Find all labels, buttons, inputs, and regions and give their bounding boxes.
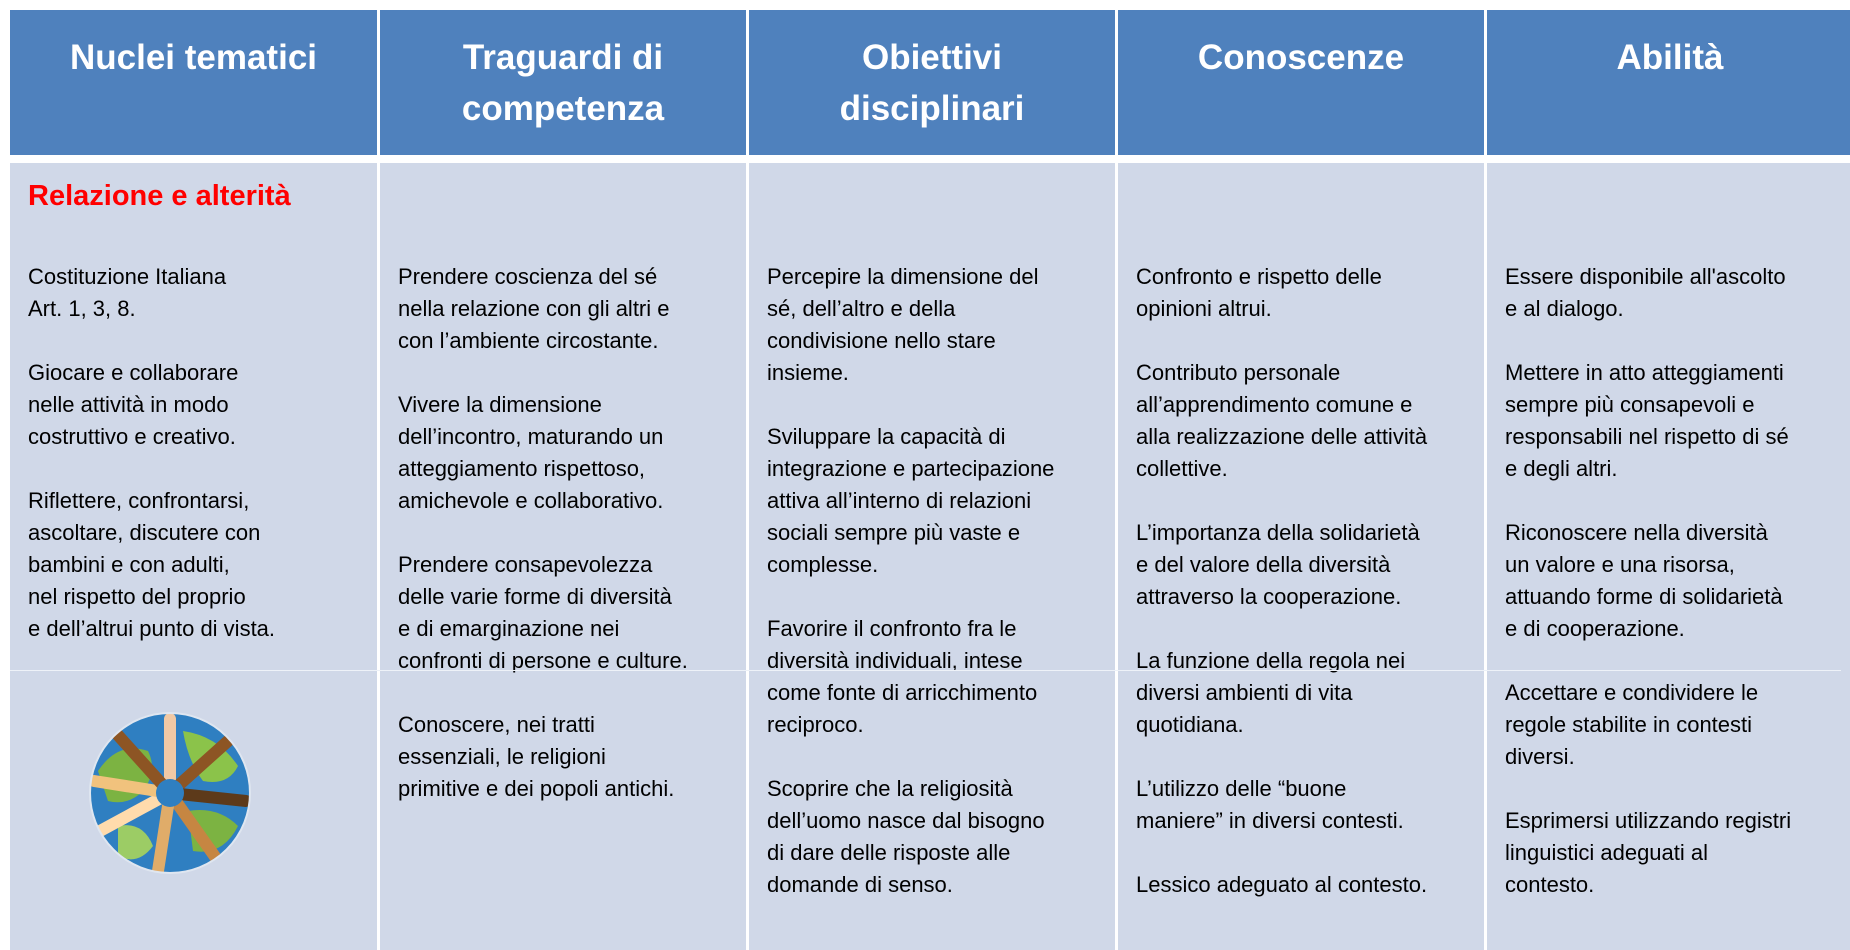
header-conoscenze: Conoscenze	[1118, 10, 1484, 155]
traguardi-paragraph: Conoscere, nei tratti essenziali, le rel…	[398, 712, 675, 801]
cell-conoscenze: Confronto e rispetto delle opinioni altr…	[1118, 163, 1484, 950]
conoscenze-paragraph: La funzione della regola nei diversi amb…	[1136, 648, 1406, 737]
cell-traguardi: Prendere coscienza del sé nella relazion…	[380, 163, 746, 950]
curriculum-table: Nuclei tematici Traguardi di competenza …	[10, 10, 1850, 950]
header-traguardi-di-competenza: Traguardi di competenza	[380, 10, 746, 155]
traguardi-paragraph: Prendere coscienza del sé nella relazion…	[398, 264, 670, 353]
conoscenze-paragraph: Confronto e rispetto delle opinioni altr…	[1136, 264, 1382, 321]
cell-obiettivi: Percepire la dimensione del sé, dell’alt…	[749, 163, 1115, 950]
header-abilita: Abilità	[1487, 10, 1850, 155]
nuclei-paragraph: Costituzione Italiana Art. 1, 3, 8.	[28, 264, 227, 321]
abilita-paragraph: Riconoscere nella diversità un valore e …	[1505, 520, 1783, 641]
abilita-paragraph: Esprimersi utilizzando registri linguist…	[1505, 808, 1792, 897]
traguardi-paragraph: Vivere la dimensione dell’incontro, matu…	[398, 392, 664, 513]
nuclei-paragraph: Riflettere, confrontarsi, ascoltare, dis…	[28, 488, 276, 641]
nuclei-paragraphs: Costituzione Italiana Art. 1, 3, 8. Gioc…	[28, 261, 369, 645]
obiettivi-paragraph: Favorire il confronto fra le diversità i…	[767, 616, 1038, 737]
conoscenze-paragraph: L’importanza della solidarietà e del val…	[1136, 520, 1420, 609]
obiettivi-paragraph: Scoprire che la religiosità dell’uomo na…	[767, 776, 1045, 897]
globe-hands-icon	[89, 712, 251, 874]
obiettivi-paragraph: Sviluppare la capacità di integrazione e…	[767, 424, 1055, 577]
abilita-paragraph: Essere disponibile all'ascolto e al dial…	[1505, 264, 1786, 321]
conoscenze-paragraph: Contributo personale all’apprendimento c…	[1136, 360, 1428, 481]
theme-title: Relazione e alterità	[28, 180, 291, 212]
nuclei-paragraph: Giocare e collaborare nelle attività in …	[28, 360, 239, 449]
traguardi-paragraph: Prendere consapevolezza delle varie form…	[398, 552, 688, 673]
header-obiettivi-disciplinari: Obiettivi disciplinari	[749, 10, 1115, 155]
obiettivi-paragraph: Percepire la dimensione del sé, dell’alt…	[767, 264, 1039, 385]
conoscenze-paragraph: L’utilizzo delle “buone maniere” in dive…	[1136, 776, 1404, 833]
header-nuclei-tematici: Nuclei tematici	[10, 10, 377, 155]
conoscenze-paragraph: Lessico adeguato al contesto.	[1136, 872, 1428, 897]
abilita-paragraph: Mettere in atto atteggiamenti sempre più…	[1505, 360, 1789, 481]
cell-nuclei-tematici: Relazione e alterità Costituzione Italia…	[10, 163, 377, 950]
row-divider	[10, 670, 1841, 671]
abilita-paragraph: Accettare e condividere le regole stabil…	[1505, 680, 1759, 769]
cell-abilita: Essere disponibile all'ascolto e al dial…	[1487, 163, 1850, 950]
